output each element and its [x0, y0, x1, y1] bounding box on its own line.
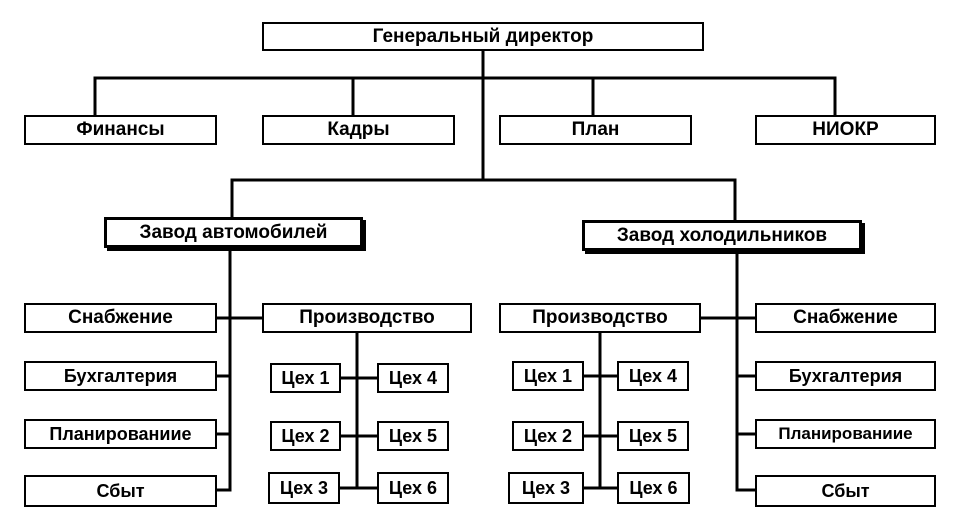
node-fridge-plant: Завод холодильников [582, 220, 862, 251]
node-rnd: НИОКР [755, 115, 936, 145]
node-fridge-accounting: Бухгалтерия [755, 361, 936, 391]
node-car-workshop-4: Цех 4 [377, 363, 449, 393]
node-plan: План [499, 115, 692, 145]
node-car-plant: Завод автомобилей [104, 217, 363, 248]
node-fridge-sales: Сбыт [755, 475, 936, 507]
node-car-workshop-3: Цех 3 [268, 472, 340, 504]
node-finance: Финансы [24, 115, 217, 145]
node-car-workshop-6: Цех 6 [377, 472, 449, 504]
node-general-director: Генеральный директор [262, 22, 704, 51]
node-fridge-workshop-3: Цех 3 [508, 472, 584, 504]
node-fridge-supply: Снабжение [755, 303, 936, 333]
node-fridge-production: Производство [499, 303, 701, 333]
node-car-workshop-2: Цех 2 [270, 421, 341, 451]
node-fridge-planning: Планированиие [755, 419, 936, 449]
node-fridge-workshop-6: Цех 6 [617, 472, 690, 504]
node-fridge-workshop-5: Цех 5 [617, 421, 689, 451]
node-car-production: Производство [262, 303, 472, 333]
node-car-accounting: Бухгалтерия [24, 361, 217, 391]
node-car-workshop-1: Цех 1 [270, 363, 341, 393]
node-fridge-workshop-1: Цех 1 [512, 361, 584, 391]
node-car-sales: Сбыт [24, 475, 217, 507]
node-car-workshop-5: Цех 5 [377, 421, 449, 451]
node-car-supply: Снабжение [24, 303, 217, 333]
node-car-planning: Планированиие [24, 419, 217, 449]
node-fridge-workshop-4: Цех 4 [617, 361, 689, 391]
node-hr: Кадры [262, 115, 455, 145]
node-fridge-workshop-2: Цех 2 [512, 421, 584, 451]
